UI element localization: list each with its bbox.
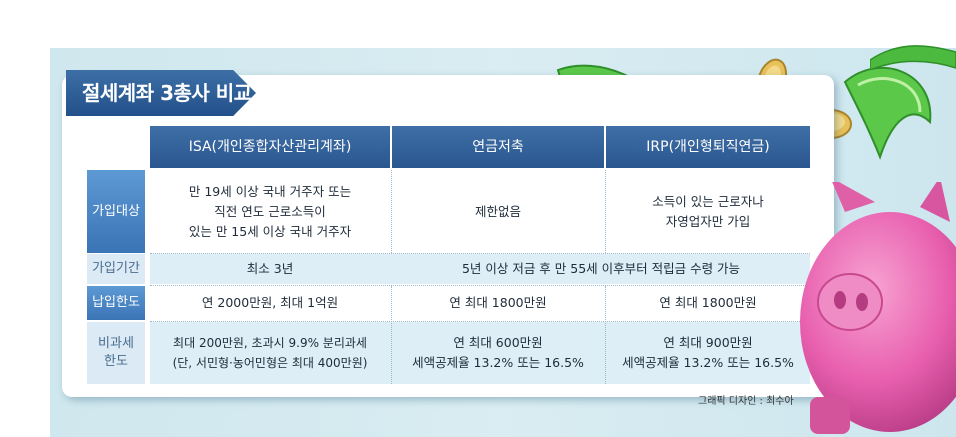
row-divider [150, 321, 810, 322]
money-bill-icon [870, 45, 956, 70]
row-divider [150, 285, 810, 286]
row-label-tax-free: 비과세 한도 [87, 322, 145, 384]
column-divider [391, 286, 393, 384]
cell-irp-eligibility: 소득이 있는 근로자나 자영업자만 가입 [652, 193, 764, 229]
graphic-credit: 그래픽 디자인 : 최수아 [698, 396, 794, 407]
row-label-limit: 납입한도 [87, 286, 145, 320]
cell-pension-eligibility: 제한없음 [474, 203, 521, 219]
cell-isa-eligibility: 만 19세 이상 국내 거주자 또는 직전 연도 근로소득이 있는 만 15세 … [188, 183, 352, 239]
column-header-pension-savings: 연금저축 [392, 126, 604, 168]
column-header-isa: ISA(개인종합자산관리계좌) [150, 126, 390, 168]
row-band [150, 254, 810, 284]
cell-pension-limit: 연 최대 1800만원 [449, 295, 547, 310]
row-label-period: 가입기간 [87, 254, 145, 284]
piggy-bank-icon [800, 182, 956, 434]
row-label-eligibility: 가입대상 [87, 170, 145, 253]
column-divider [605, 286, 607, 384]
money-bill-icon [843, 66, 932, 160]
row-band [150, 322, 810, 384]
cell-isa-period: 최소 3년 [246, 261, 294, 276]
cell-pension-tax-free: 연 최대 600만원 세액공제율 13.2% 또는 16.5% [412, 335, 584, 370]
column-header-irp: IRP(개인형퇴직연금) [606, 126, 810, 168]
column-divider [605, 170, 607, 253]
cell-pension-irp-period: 5년 이상 저금 후 만 55세 이후부터 적립금 수령 가능 [461, 261, 741, 276]
cell-isa-tax-free: 최대 200만원, 초과시 9.9% 분리과세 (단, 서민형·농어민형은 최대… [172, 336, 368, 370]
page-title: 절세계좌 3총사 비교 [66, 70, 256, 116]
cell-isa-limit: 연 2000만원, 최대 1억원 [201, 295, 339, 310]
row-divider [150, 253, 810, 254]
cell-irp-tax-free: 연 최대 900만원 세액공제율 13.2% 또는 16.5% [622, 335, 794, 370]
column-divider [391, 170, 393, 253]
cell-irp-limit: 연 최대 1800만원 [659, 295, 757, 310]
